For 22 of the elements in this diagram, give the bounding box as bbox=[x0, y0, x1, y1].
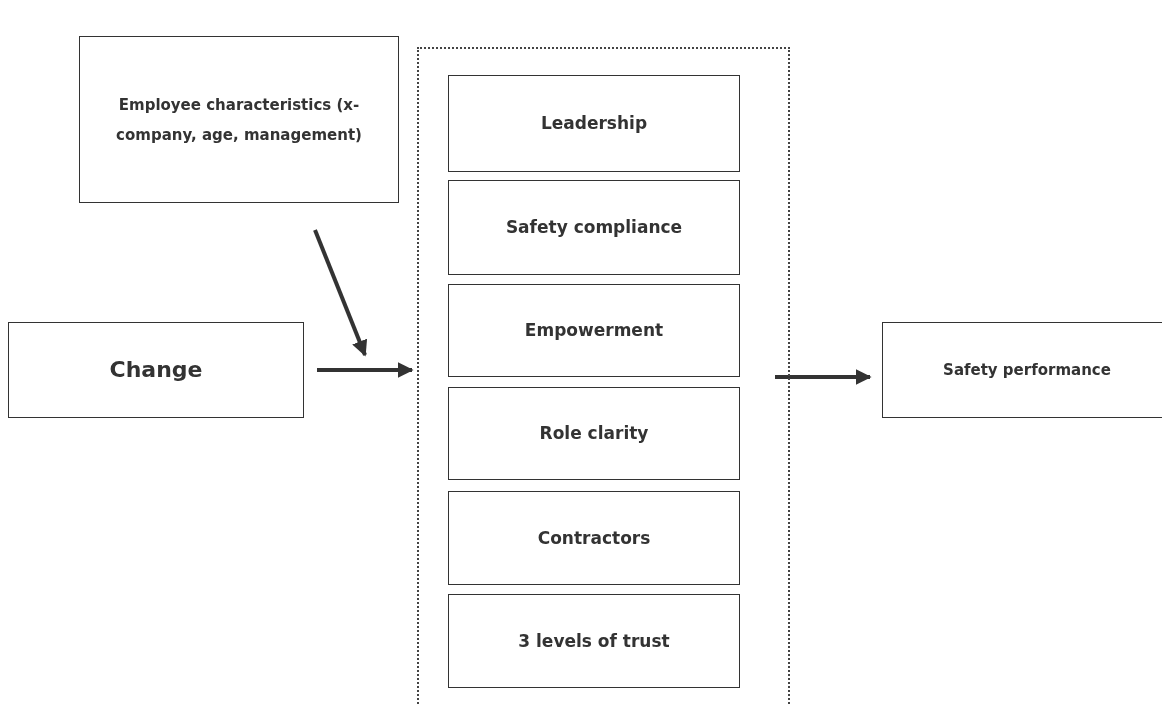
process-box bbox=[448, 594, 740, 688]
box-label: Leadership bbox=[539, 112, 649, 136]
box-label: Safety compliance bbox=[504, 216, 684, 240]
box-label: Empowerment bbox=[523, 319, 665, 343]
process-box bbox=[448, 387, 740, 480]
box-label: 3 levels of trust bbox=[517, 629, 671, 653]
arrow bbox=[775, 369, 872, 385]
box-label: Contractors bbox=[536, 526, 652, 550]
box-label: Employee characteristics (x-company, age, management) bbox=[115, 94, 363, 146]
process-box bbox=[448, 491, 740, 585]
process-box bbox=[448, 180, 740, 275]
box-label: Safety performance bbox=[942, 360, 1112, 381]
process-box bbox=[448, 75, 740, 172]
box-label: Change bbox=[108, 355, 204, 384]
box-label: Role clarity bbox=[538, 422, 650, 446]
process-box bbox=[8, 322, 304, 418]
dotted-group-box bbox=[417, 47, 790, 704]
arrow bbox=[317, 362, 414, 378]
process-box bbox=[79, 36, 399, 203]
process-box bbox=[882, 322, 1162, 418]
process-box bbox=[448, 284, 740, 377]
arrow bbox=[313, 229, 368, 357]
